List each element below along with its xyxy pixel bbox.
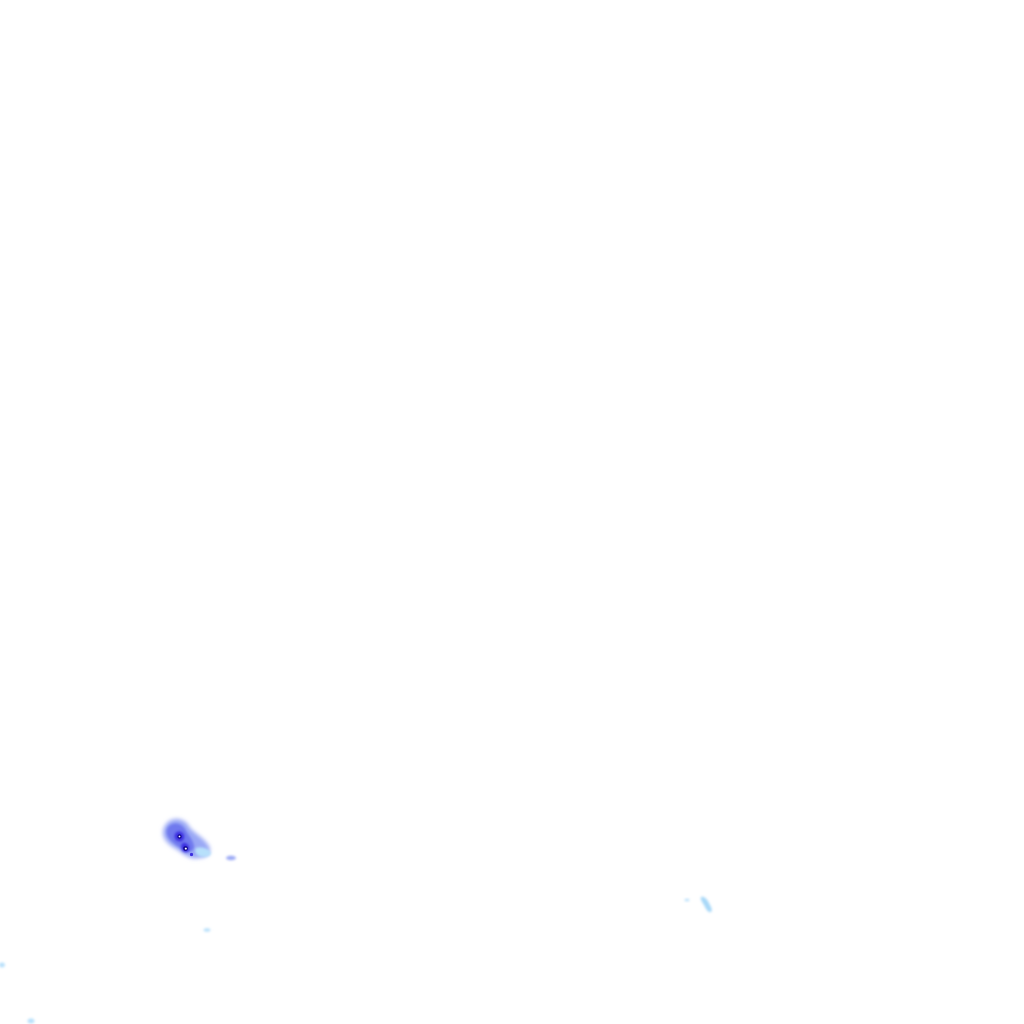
precip-core-1-center (178, 835, 181, 838)
precip-trace-1 (203, 928, 211, 932)
precipitation-cell-fragment (226, 855, 236, 861)
precip-core-2-center (184, 847, 187, 850)
precipitation-trace-returns (0, 896, 712, 1024)
precip-area-trailing (195, 847, 211, 857)
precip-trace-4 (684, 898, 690, 902)
precip-trace-5 (700, 896, 712, 913)
precip-fragment-1 (226, 855, 236, 861)
precip-core-3 (189, 852, 194, 857)
precipitation-cell-main (163, 818, 211, 859)
precip-trace-2 (0, 962, 5, 968)
precip-trace-3 (27, 1018, 35, 1024)
